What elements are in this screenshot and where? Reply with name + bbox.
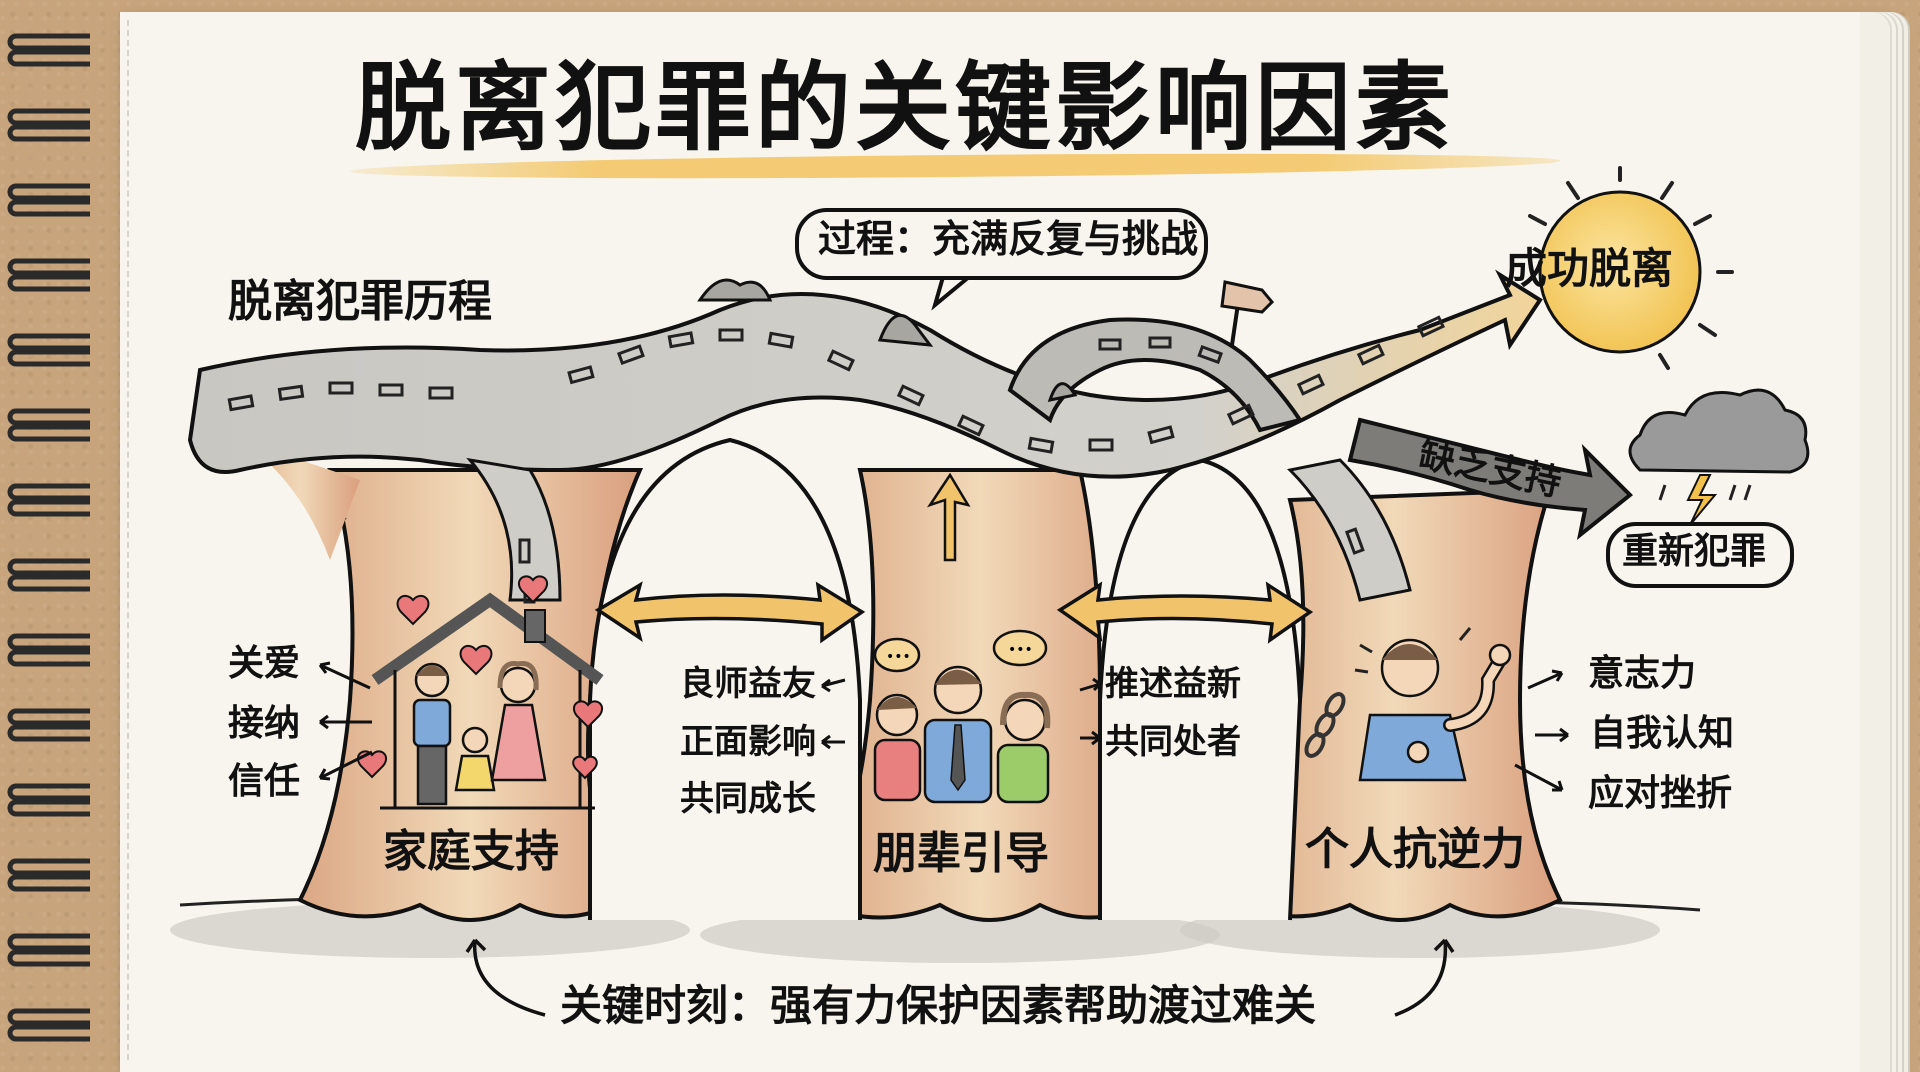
page-title: 脱离犯罪的关键影响因素 bbox=[355, 52, 1455, 164]
pillar-family-label: 家庭支持 bbox=[383, 826, 559, 877]
factor-coping: 应对挫折 bbox=[1588, 773, 1733, 814]
footer-curved-arrows bbox=[465, 938, 1455, 1017]
factor-grow-together: 共同成长 bbox=[680, 779, 816, 819]
factor-arrows bbox=[318, 661, 1569, 792]
spiral-ring-icon bbox=[4, 480, 92, 518]
spiral-ring-icon bbox=[4, 705, 92, 743]
spiral-ring-icon bbox=[4, 555, 92, 593]
svg-text:•••: ••• bbox=[886, 649, 911, 665]
spiral-ring-icon bbox=[4, 1005, 92, 1043]
speech-bubble-text: 过程：充满反复与挑战 bbox=[818, 217, 1199, 261]
resilient-person-icon bbox=[1304, 627, 1512, 782]
spiral-ring-icon bbox=[4, 180, 92, 218]
spiral-ring-icon bbox=[4, 105, 92, 143]
factor-mentors: 良师益友 bbox=[680, 664, 816, 704]
sun-icon bbox=[1528, 166, 1734, 370]
spiral-ring-icon bbox=[4, 330, 92, 368]
spiral-ring-icon bbox=[4, 780, 92, 818]
peer-group-icon: ••• ••• bbox=[873, 629, 1051, 804]
double-arrow-icon bbox=[1056, 581, 1314, 644]
family-house-icon bbox=[356, 575, 604, 810]
double-arrow-icon bbox=[594, 581, 866, 644]
factor-willpower: 意志力 bbox=[1588, 653, 1697, 694]
spiral-ring-icon bbox=[4, 30, 92, 68]
spiral-ring-icon bbox=[4, 930, 92, 968]
relapse-arrow-icon bbox=[1347, 417, 1633, 540]
factor-acceptance: 接纳 bbox=[228, 703, 301, 744]
factor-peer-right-1: 推述益新 bbox=[1105, 664, 1241, 704]
broken-chain-icon bbox=[1304, 692, 1346, 758]
spiral-ring-icon bbox=[4, 255, 92, 293]
storm-cloud-icon bbox=[1628, 388, 1810, 526]
winding-road bbox=[187, 269, 1543, 604]
speech-bubble bbox=[795, 208, 1208, 280]
pillar-resilience-label: 个人抗逆力 bbox=[1305, 824, 1525, 875]
spiral-ring-icon bbox=[4, 405, 92, 443]
process-heading: 脱离犯罪历程 bbox=[228, 276, 492, 327]
svg-text:•••: ••• bbox=[1008, 642, 1033, 658]
factor-care: 关爱 bbox=[228, 643, 301, 684]
footer-caption: 关键时刻：强有力保护因素帮助渡过难关 bbox=[560, 981, 1317, 1030]
spiral-ring-icon bbox=[4, 855, 92, 893]
pillar-peers-label: 朋辈引导 bbox=[873, 828, 1049, 879]
margin-line bbox=[127, 20, 129, 1060]
factor-trust: 信任 bbox=[228, 761, 301, 802]
up-arrow-icon bbox=[926, 472, 971, 562]
spiral-ring-icon bbox=[4, 630, 92, 668]
success-label: 成功脱离 bbox=[1505, 244, 1674, 293]
factor-peer-right-2: 共同处者 bbox=[1105, 722, 1241, 762]
signpost-icon bbox=[1220, 280, 1275, 346]
relapse-label: 重新犯罪 bbox=[1622, 531, 1767, 572]
spiral-binding bbox=[0, 30, 100, 1070]
factor-positive-influence: 正面影响 bbox=[680, 722, 816, 762]
relapse-pill bbox=[1606, 522, 1794, 588]
factor-self-awareness: 自我认知 bbox=[1590, 713, 1735, 754]
